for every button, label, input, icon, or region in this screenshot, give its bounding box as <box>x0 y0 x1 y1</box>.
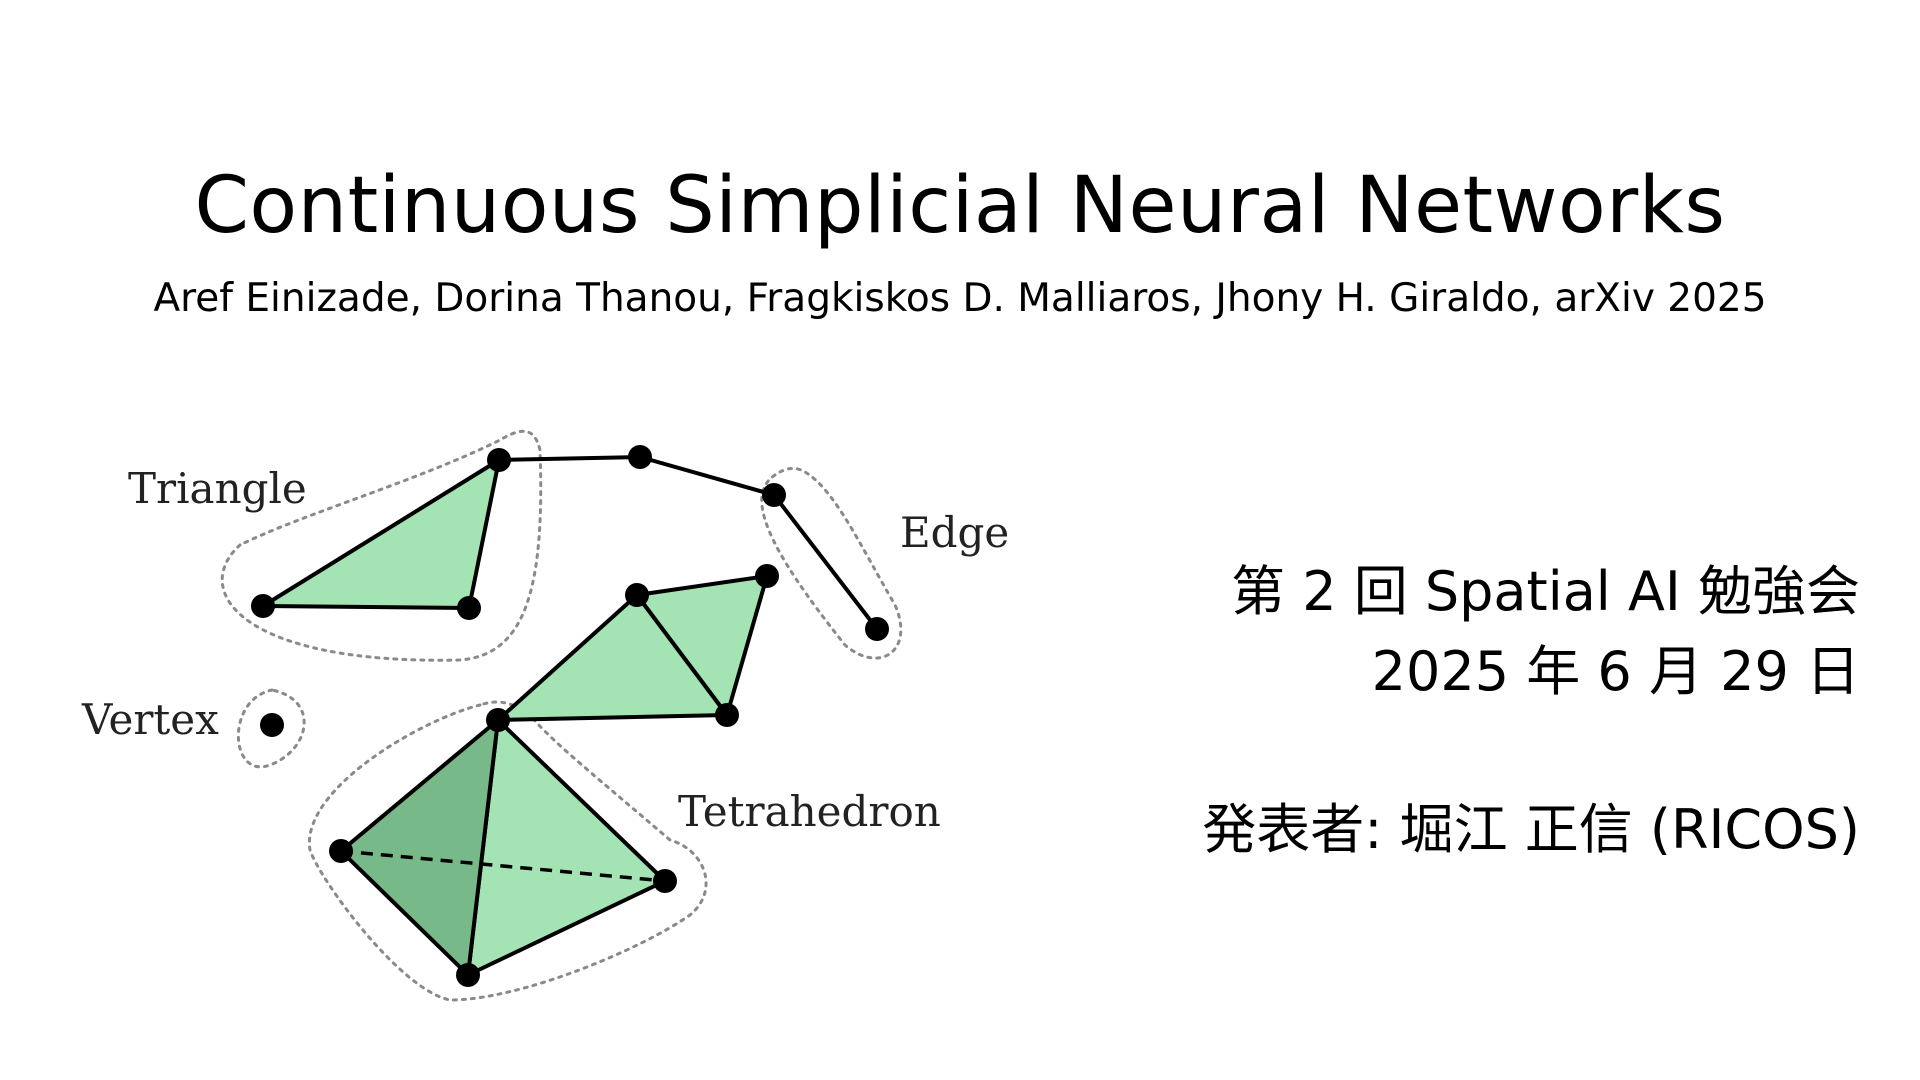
tetrahedron-hidden-edge <box>340 849 666 883</box>
node <box>486 708 510 732</box>
upper-triangle-face-right <box>635 574 769 717</box>
label-edge: Edge <box>900 508 1009 557</box>
event-date: 2025 年 6 月 29 日 <box>1371 640 1860 703</box>
presentation-info: 第 2 回 Spatial AI 勉強会 2025 年 6 月 29 日 発表者… <box>960 552 1860 870</box>
node <box>260 713 284 737</box>
label-triangle: Triangle <box>128 464 307 513</box>
slide-authors: Aref Einizade, Dorina Thanou, Fragkiskos… <box>153 276 1767 321</box>
tetrahedron-face-front <box>466 718 667 977</box>
presenter: 発表者: 堀江 正信 (RICOS) <box>1202 798 1860 861</box>
node <box>755 564 779 588</box>
label-tetrahedron: Tetrahedron <box>678 787 941 836</box>
edge-path <box>498 455 879 631</box>
vertex-outline <box>236 688 306 769</box>
node <box>329 839 353 863</box>
label-vertex: Vertex <box>81 695 219 744</box>
node <box>653 869 677 893</box>
node <box>762 483 786 507</box>
triangle-face <box>261 458 501 610</box>
node <box>456 963 480 987</box>
node <box>487 448 511 472</box>
edge-outline <box>760 466 903 660</box>
node <box>457 596 481 620</box>
node <box>715 703 739 727</box>
node <box>251 594 275 618</box>
tetrahedron-outline <box>308 700 708 1002</box>
event-name: 第 2 回 Spatial AI 勉強会 <box>1231 560 1860 623</box>
slide-title: Continuous Simplicial Neural Networks <box>194 161 1726 251</box>
triangle-outline <box>220 429 543 662</box>
vertices <box>251 445 889 987</box>
node <box>628 445 652 469</box>
node <box>625 583 649 607</box>
node <box>865 617 889 641</box>
tetrahedron-face-left <box>339 718 500 977</box>
